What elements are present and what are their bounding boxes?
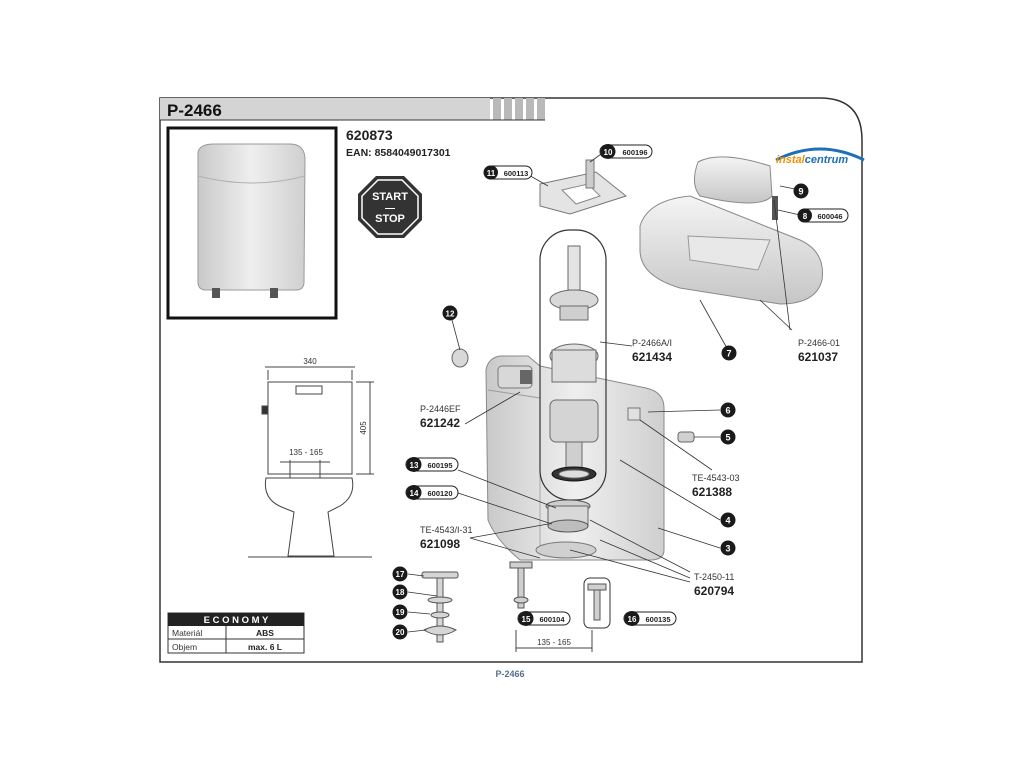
marker-5: 5 [720, 429, 736, 445]
spec-table: E C O N O M Y Materiál ABS Objem max. 6 … [167, 612, 305, 654]
assembly-p2466-01: P-2466-01 621037 [798, 338, 840, 364]
svg-text:8: 8 [803, 212, 808, 221]
svg-text:16: 16 [628, 615, 637, 624]
part-label-16: 16 600135 [623, 611, 677, 626]
product-ean: EAN: 8584049017301 [346, 147, 451, 159]
spec-material-value: ABS [256, 628, 274, 638]
svg-text:17: 17 [396, 570, 405, 579]
assembly-te4543-03: TE-4543-03 621388 [692, 473, 740, 499]
marker-18: 18 [392, 584, 408, 600]
dim-width: 340 [303, 357, 317, 366]
seal-rings [545, 499, 591, 533]
flush-valve [549, 245, 599, 482]
product-code: 620873 [346, 127, 393, 143]
spec-volume-label: Objem [172, 642, 197, 652]
instalcentrum-logo: instalcentrum [775, 147, 865, 166]
svg-text:13: 13 [410, 461, 419, 470]
cistern-photo [197, 143, 306, 298]
footer-caption: P-2466 [495, 669, 524, 679]
marker-6: 6 [720, 402, 736, 418]
stop-label: STOP [375, 213, 405, 225]
svg-text:600196: 600196 [622, 148, 647, 157]
svg-text:9: 9 [798, 187, 803, 197]
marker-9: 9 [793, 183, 809, 199]
spec-volume-value: max. 6 L [248, 642, 282, 652]
svg-text:620794: 620794 [694, 584, 734, 598]
part-label-8: 8 600046 [797, 208, 849, 223]
start-label: START [372, 191, 408, 203]
dim-spacing-a: 135 - 165 [289, 448, 323, 457]
spec-material-label: Materiál [172, 628, 202, 638]
svg-text:600120: 600120 [427, 489, 452, 498]
bolt-part-15 [509, 561, 533, 609]
part-label-11: 11 600113 [483, 165, 533, 180]
svg-text:T-2450-11: T-2450-11 [694, 572, 734, 582]
svg-text:600113: 600113 [504, 169, 529, 178]
marker-7: 7 [721, 345, 737, 361]
marker-20: 20 [392, 624, 408, 640]
bottom-dimension [515, 630, 593, 652]
svg-text:621434: 621434 [632, 350, 672, 364]
svg-text:instalcentrum: instalcentrum [776, 154, 848, 166]
marker-17: 17 [392, 566, 408, 582]
part-label-14: 14 600120 [405, 485, 459, 500]
svg-text:5: 5 [725, 433, 730, 443]
svg-text:20: 20 [396, 628, 405, 637]
marker-4: 4 [720, 512, 736, 528]
svg-text:621388: 621388 [692, 485, 732, 499]
tank-lid [639, 156, 824, 305]
page-title: P-2466 [167, 101, 222, 120]
part-label-13: 13 600195 [405, 457, 459, 472]
assembly-p2446ef: P-2446EF 621242 [420, 404, 461, 430]
svg-text:P-2446EF: P-2446EF [420, 404, 461, 414]
dimension-drawing [248, 366, 374, 558]
svg-text:3: 3 [725, 544, 730, 554]
assembly-p2466a: P-2466A/I 621434 [632, 338, 672, 364]
svg-text:11: 11 [487, 169, 496, 178]
svg-text:600104: 600104 [539, 615, 565, 624]
header-stripes [493, 98, 545, 120]
dim-height: 405 [359, 421, 368, 435]
svg-text:18: 18 [396, 588, 405, 597]
svg-text:TE-4543-03: TE-4543-03 [692, 473, 740, 483]
marker-3: 3 [720, 540, 736, 556]
svg-text:600195: 600195 [427, 461, 452, 470]
svg-text:621098: 621098 [420, 537, 460, 551]
marker-12: 12 [442, 305, 458, 321]
svg-text:P-2466-01: P-2466-01 [798, 338, 840, 348]
svg-text:10: 10 [604, 148, 613, 157]
svg-text:19: 19 [396, 608, 405, 617]
assembly-t2450-11: T-2450-11 620794 [694, 572, 734, 598]
svg-text:14: 14 [410, 489, 419, 498]
bolt-part-16 [587, 583, 607, 621]
spec-title: E C O N O M Y [204, 615, 269, 626]
svg-text:15: 15 [522, 615, 531, 624]
dim-spacing-b: 135 - 165 [537, 638, 571, 647]
header-band [160, 98, 490, 120]
svg-text:6: 6 [725, 406, 730, 416]
svg-text:600135: 600135 [645, 615, 670, 624]
svg-text:P-2466A/I: P-2466A/I [632, 338, 672, 348]
svg-text:600046: 600046 [817, 212, 842, 221]
bolt-frame-16 [583, 577, 611, 629]
bracket-part [539, 159, 628, 215]
svg-text:12: 12 [446, 310, 455, 319]
svg-text:621242: 621242 [420, 416, 460, 430]
screw-part [677, 431, 695, 443]
svg-text:TE-4543/I-31: TE-4543/I-31 [420, 525, 473, 535]
svg-text:4: 4 [725, 516, 730, 526]
start-stop-badge: START — STOP [358, 176, 422, 238]
dash-label: — [385, 203, 395, 214]
assembly-te4543-i31: TE-4543/I-31 621098 [420, 525, 473, 551]
part-label-10: 10 600196 [599, 144, 653, 159]
svg-text:621037: 621037 [798, 350, 838, 364]
bolt-set [421, 571, 459, 643]
marker-19: 19 [392, 604, 408, 620]
washer-part [451, 348, 469, 368]
part-label-15: 15 600104 [517, 611, 571, 626]
svg-text:7: 7 [726, 349, 731, 359]
